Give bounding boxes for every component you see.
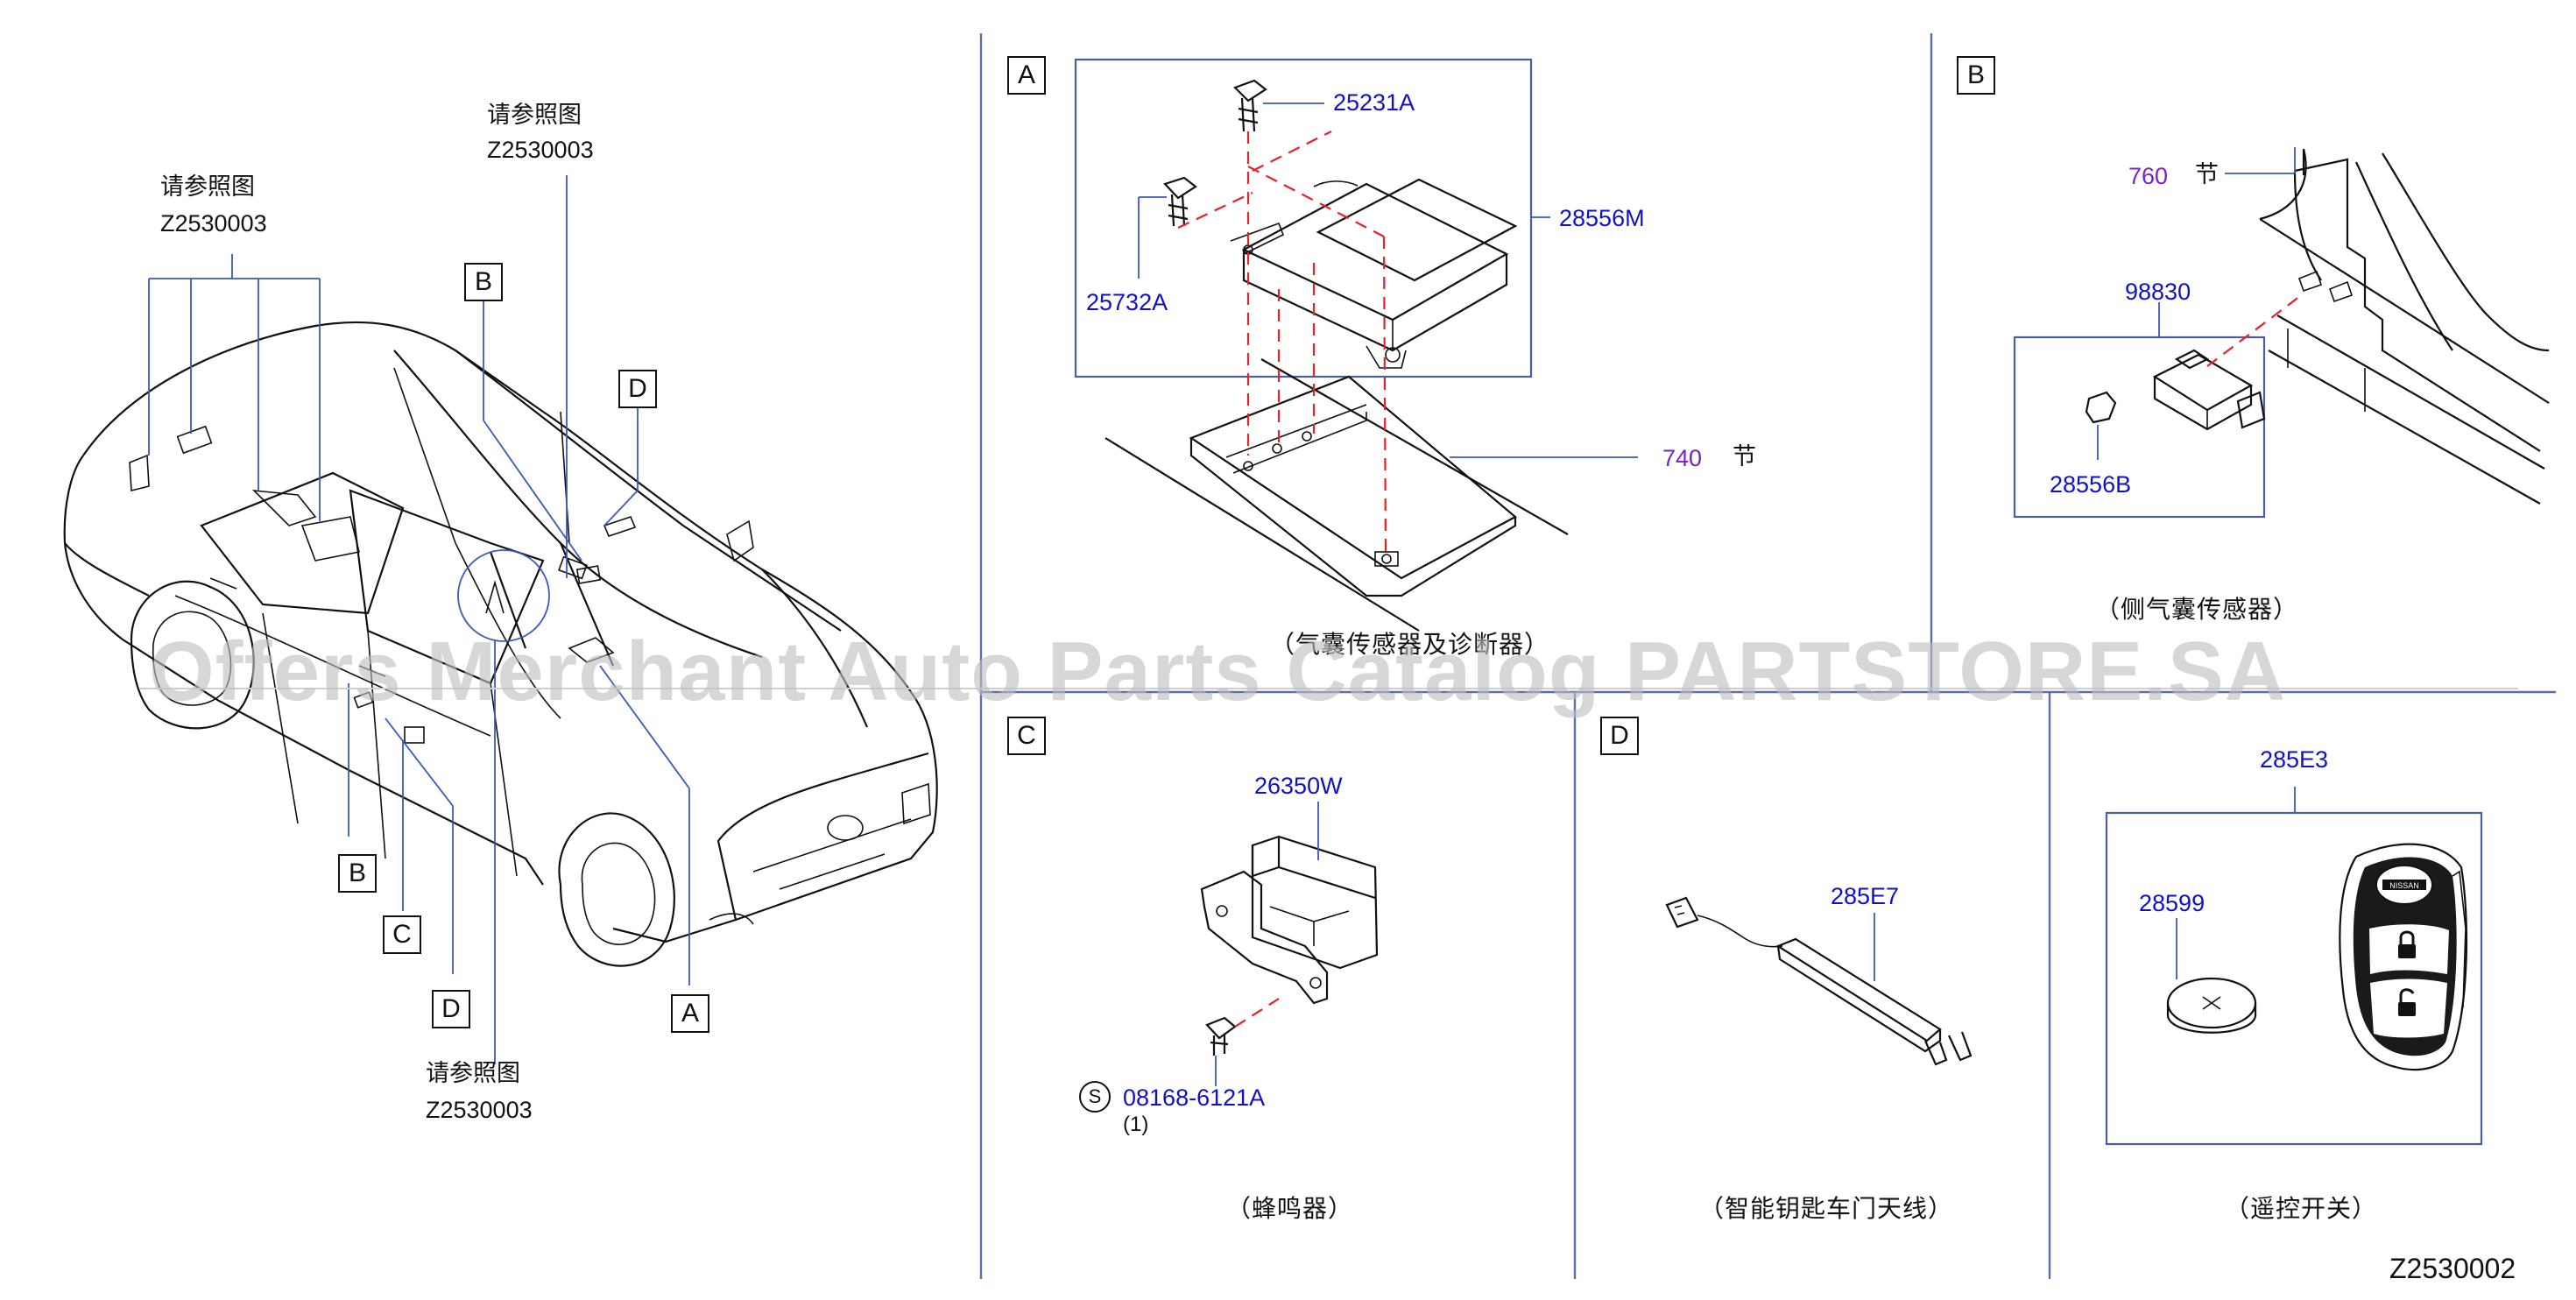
part-285e7[interactable]: 285E7 — [1831, 883, 1900, 909]
vehicle-overview — [63, 321, 938, 967]
watermark-text: Offers Merchant Auto Parts Catalog PARTS… — [149, 625, 2287, 718]
panel-b-caption: （侧气囊传感器） — [2095, 596, 2299, 623]
car-callout-d-bottom[interactable]: D — [432, 990, 470, 1028]
panel-dividers — [979, 33, 2556, 1279]
panel-a-letter: A — [1007, 56, 1046, 95]
part-08168-6121a-qty: (1) — [1123, 1113, 1149, 1136]
ref-section-740[interactable]: 740 — [1662, 445, 1703, 471]
car-callout-leaders — [348, 300, 690, 986]
ref-code-top-center: Z2530003 — [487, 137, 594, 163]
panel-a-drawing — [1074, 58, 1638, 632]
ref-code-bottom: Z2530003 — [426, 1097, 533, 1123]
panel-b-drawing — [2013, 147, 2550, 519]
part-28599[interactable]: 28599 — [2139, 890, 2205, 916]
car-callout-d-top[interactable]: D — [618, 370, 657, 408]
part-26350w[interactable]: 26350W — [1254, 773, 1343, 799]
part-28556m[interactable]: 28556M — [1559, 205, 1645, 231]
panel-d-drawing — [1665, 896, 1973, 1066]
ref-label-bottom: 请参照图 — [426, 1060, 520, 1086]
ref-code-top-left: Z2530003 — [160, 210, 267, 237]
standard-part-marker: S — [1079, 1081, 1111, 1113]
panel-c-drawing — [1200, 802, 1379, 1086]
panel-e-caption: （遥控开关） — [2225, 1195, 2378, 1222]
car-callout-a[interactable]: A — [671, 994, 709, 1033]
part-285e3[interactable]: 285E3 — [2260, 746, 2329, 773]
part-08168-6121a[interactable]: 08168-6121A — [1123, 1085, 1266, 1111]
panel-c-letter: C — [1007, 717, 1046, 755]
panel-b-letter: B — [1957, 56, 1995, 95]
car-callout-b-top[interactable]: B — [464, 263, 503, 301]
ref-section-760-suffix: 节 — [2195, 161, 2219, 187]
part-98830[interactable]: 98830 — [2125, 279, 2191, 305]
panel-e-drawing: NISSAN — [2105, 787, 2483, 1146]
panel-a-caption: （气囊传感器及诊断器） — [1270, 631, 1550, 658]
panel-d-caption: （智能钥匙车门天线） — [1699, 1195, 1954, 1222]
figure-code: Z2530002 — [2389, 1253, 2516, 1284]
panel-d-letter: D — [1600, 717, 1639, 755]
part-25231a[interactable]: 25231A — [1333, 89, 1415, 116]
car-callout-c[interactable]: C — [383, 915, 421, 954]
car-callout-b-bottom[interactable]: B — [338, 854, 377, 893]
fob-logo-text: NISSAN — [2389, 881, 2419, 890]
ref-section-740-suffix: 节 — [1733, 443, 1756, 470]
part-25732a[interactable]: 25732A — [1086, 289, 1168, 315]
ref-label-top-left: 请参照图 — [160, 173, 255, 200]
panel-c-caption: （蜂鸣器） — [1226, 1195, 1354, 1222]
part-28556b[interactable]: 28556B — [2050, 471, 2132, 498]
ref-label-top-center: 请参照图 — [487, 102, 582, 128]
car-ref-note-top-left — [148, 254, 321, 521]
ref-section-760[interactable]: 760 — [2128, 163, 2169, 189]
